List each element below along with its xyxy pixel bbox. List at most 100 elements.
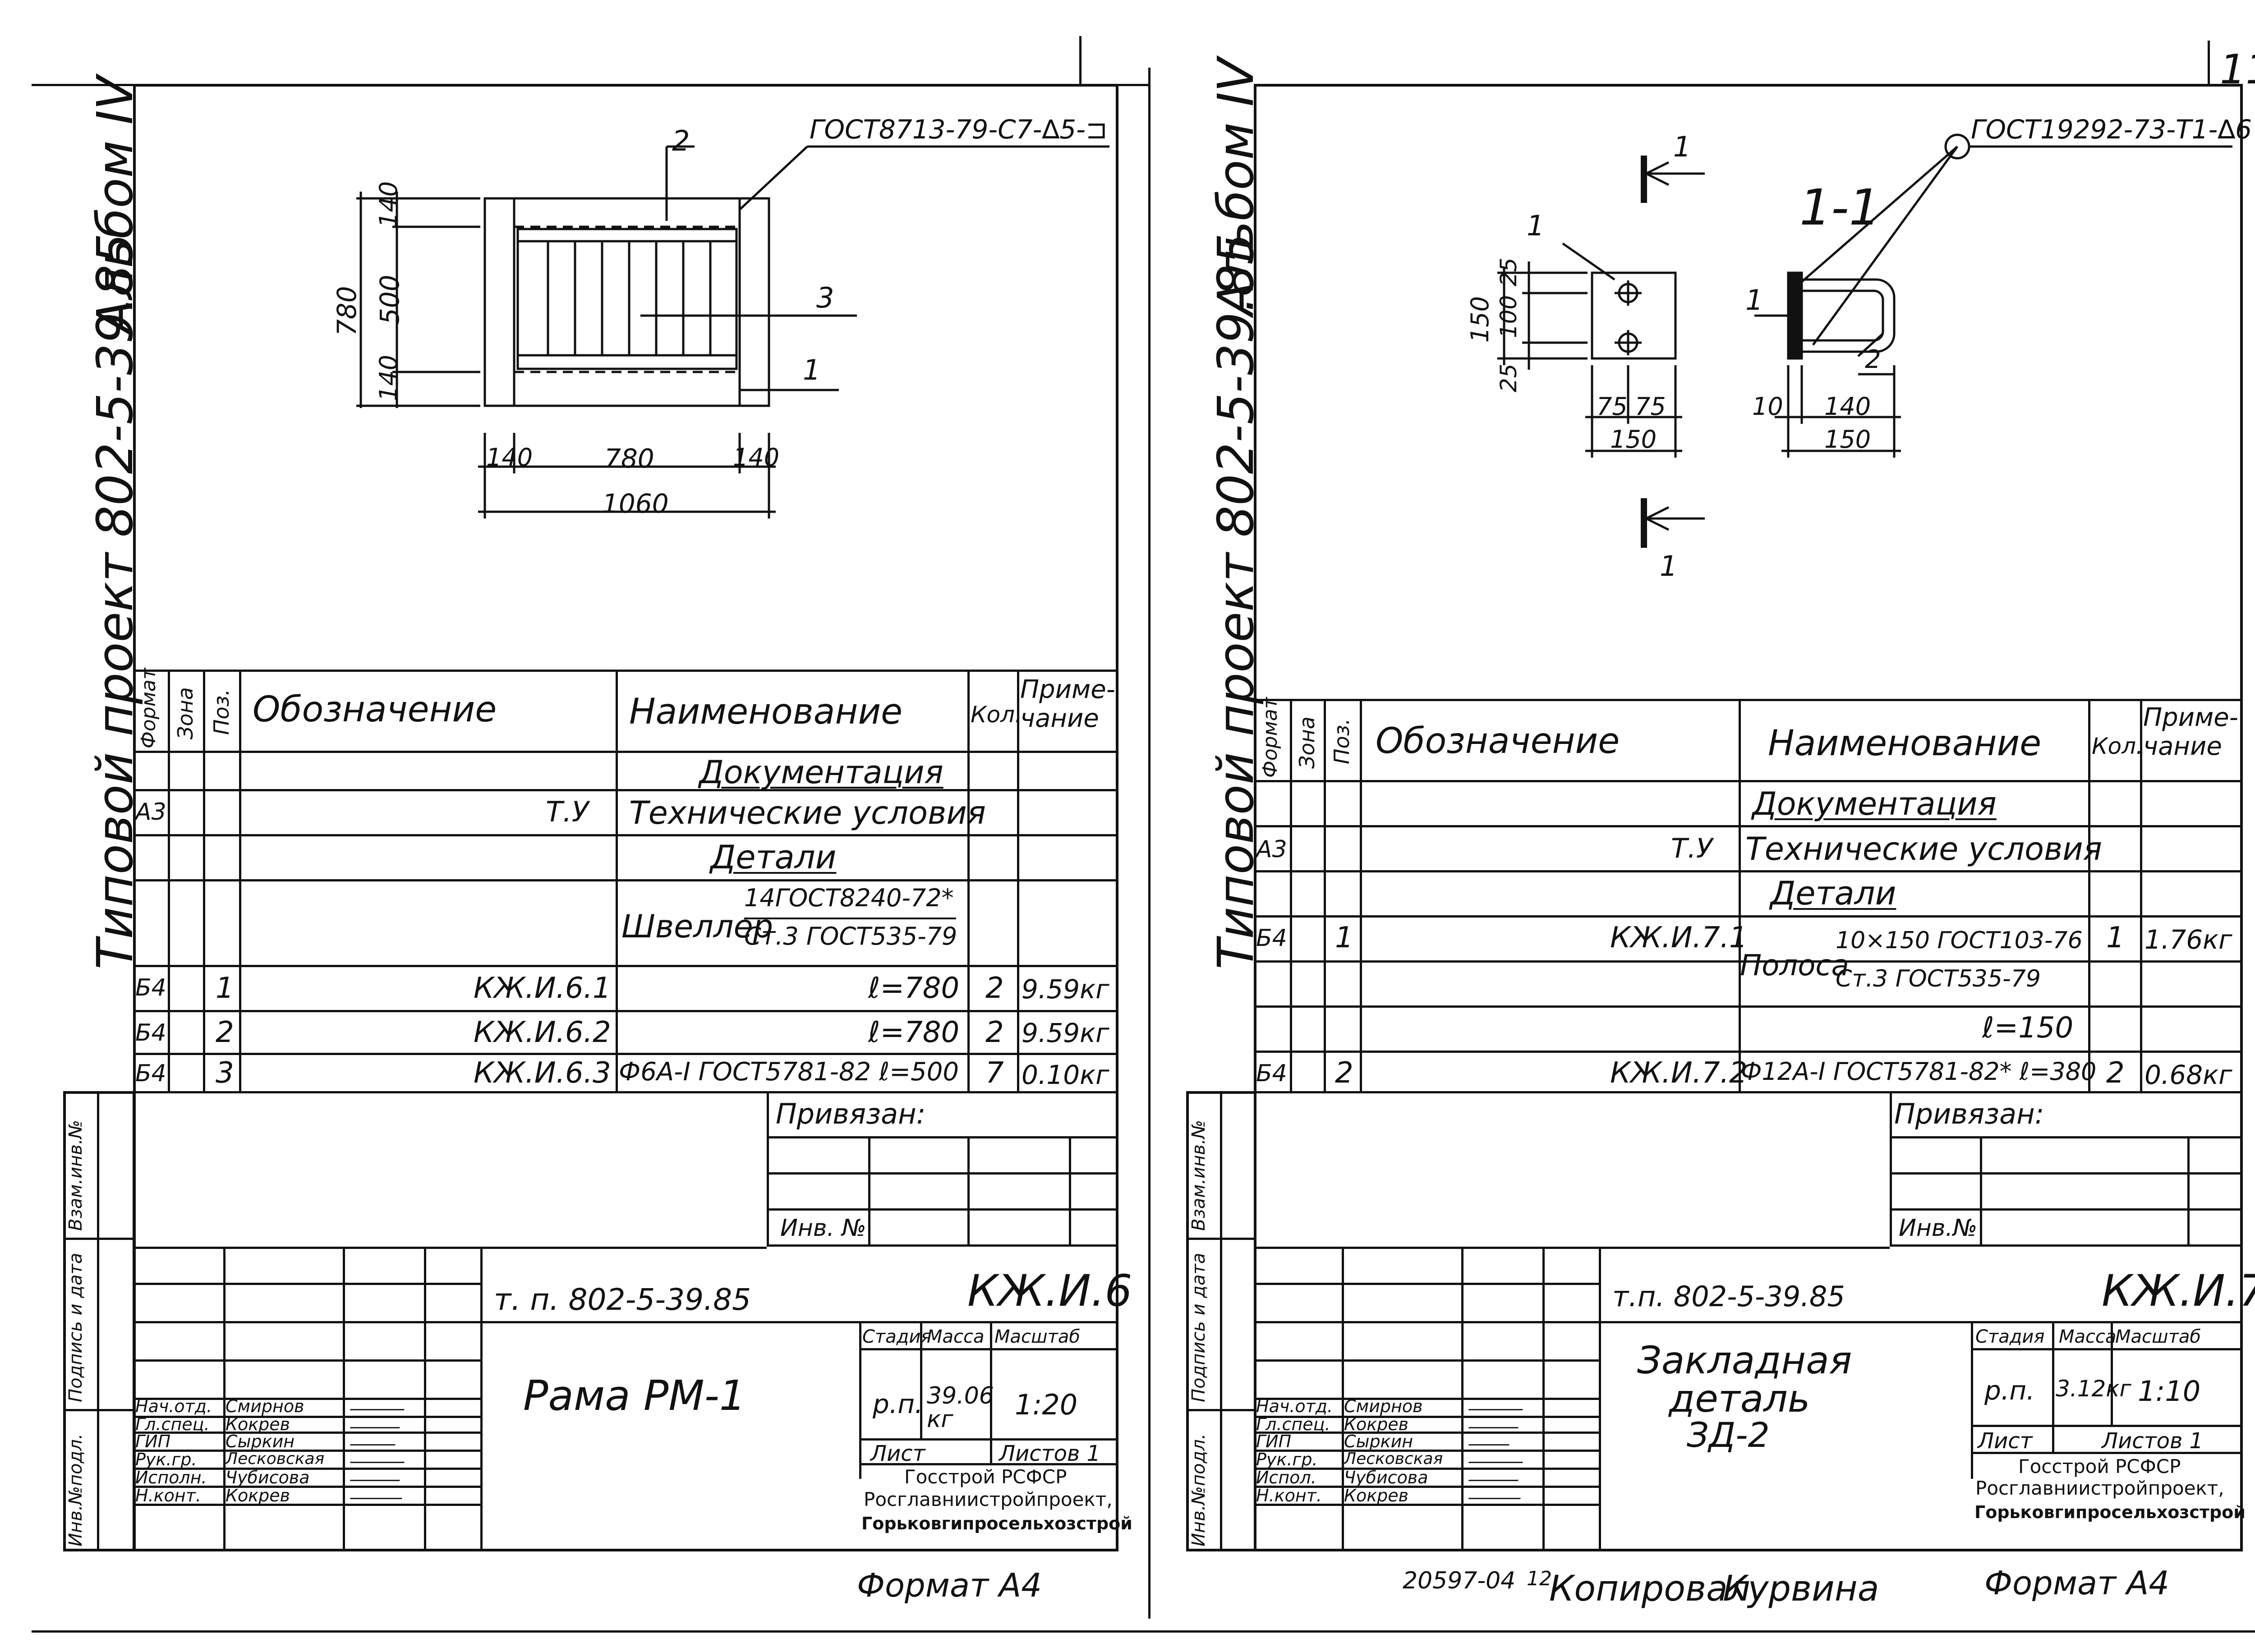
left-head-stage: Стадия (862, 1326, 932, 1347)
right-col-qty: Кол. (2092, 733, 2143, 759)
left-row1-designation: КЖ.И.6.1 (474, 972, 611, 1005)
left-pos-label-3: 3 (816, 281, 834, 314)
right-title-mark: КЖ.И.7 (2102, 1266, 2255, 1316)
right-dim-150h-plate: 150 (1610, 425, 1657, 454)
left-title-mark: КЖ.И.6 (967, 1266, 1132, 1316)
right-row-documentation: Документация (1752, 785, 1997, 822)
left-head-mass: Масса (927, 1326, 985, 1347)
right-dim-150h-section: 150 (1824, 425, 1871, 454)
right-person-role-5: Испол. (1256, 1468, 1316, 1487)
right-row3-format: Б4 (1256, 1060, 1287, 1087)
right-sheet-label: Лист (1978, 1428, 2033, 1454)
right-col-zone: Зона (1295, 716, 1319, 769)
left-dim-140h-left: 140 (486, 443, 533, 472)
left-row3-format: Б4 (135, 1060, 166, 1087)
left-row1-qty: 2 (985, 972, 1004, 1005)
right-row1-sup: 10×150 ГОСТ103-76 (1836, 927, 2083, 954)
order-suffix: 12 (1527, 1567, 1552, 1590)
left-org2: Росглавниистройпроект, (864, 1488, 1113, 1510)
left-sheet-label: Лист (870, 1441, 925, 1466)
right-cut-mark-top: 1 (1673, 130, 1691, 163)
right-person-role-2: Гл.спец. (1256, 1414, 1330, 1434)
right-row-tu-designation: Т.У (1671, 833, 1713, 864)
page-divider-line (1148, 68, 1151, 1619)
left-row-tu-designation: Т.У (546, 795, 589, 828)
right-person-name-5: Чубисова (1344, 1468, 1428, 1487)
right-dim-75-right: 75 (1635, 392, 1666, 421)
left-person-role-1: Нач.отд. (135, 1396, 212, 1416)
left-row3-designation: КЖ.И.6.3 (474, 1056, 611, 1090)
right-col-pos: Поз. (1330, 718, 1354, 764)
right-row-details: Детали (1770, 874, 1896, 912)
left-row-documentation: Документация (699, 754, 943, 791)
left-person-role-3: ГИП (135, 1432, 171, 1451)
right-val-scale: 1:10 (2138, 1375, 2201, 1408)
right-col-designation: Обозначение (1376, 721, 1620, 762)
right-val-mass: 3.12кг (2056, 1376, 2131, 1402)
right-dim-25v-top: 25 (1496, 257, 1522, 286)
left-row2-format: Б4 (135, 1019, 166, 1046)
right-row3-note: 0.68кг (2145, 1060, 2232, 1090)
left-person-role-4: Рук.гр. (135, 1450, 197, 1469)
right-person-role-4: Рук.гр. (1256, 1450, 1318, 1469)
left-dim-140h-right: 140 (733, 443, 780, 472)
right-row1-note: 1.76кг (2145, 924, 2232, 955)
right-val-stage: р.п. (1984, 1375, 2035, 1406)
right-col-name: Наименование (1768, 723, 2042, 764)
right-dim-10: 10 (1752, 392, 1783, 421)
left-val-scale: 1:20 (1015, 1388, 1078, 1421)
copier-name: Курвина (1723, 1569, 1879, 1609)
right-row1-designation: КЖ.И.7.1 (1610, 921, 1748, 954)
right-head-stage: Стадия (1975, 1326, 2045, 1347)
left-col-qty: Кол. (971, 702, 1022, 728)
right-pos-label-1a: 1 (1527, 209, 1545, 242)
right-stamp-replace: Взам.инв.№ (1188, 1120, 1209, 1231)
left-person-name-2: Кокрев (226, 1414, 290, 1434)
left-person-name-5: Чубисова (226, 1468, 310, 1487)
right-title-line2: деталь (1669, 1377, 1810, 1421)
right-dim-150v: 150 (1466, 296, 1494, 343)
left-row1-format: Б4 (135, 974, 166, 1001)
right-title-code: т.п. 802-5-39.85 (1612, 1280, 1845, 1313)
right-org1: Госстрой РСФСР (2018, 1455, 2181, 1478)
right-col-format: Формат (1259, 697, 1282, 778)
right-head-scale: Масштаб (2115, 1326, 2201, 1347)
right-stamp-inv: Инв.№подл. (1188, 1433, 1209, 1546)
right-title-line3: ЗД-2 (1687, 1415, 1770, 1455)
left-person-name-3: Сыркин (226, 1432, 295, 1451)
left-title-code: т. п. 802-5-39.85 (494, 1282, 751, 1317)
right-person-role-6: Н.конт. (1256, 1486, 1322, 1505)
right-row3-pos: 2 (1335, 1056, 1353, 1090)
right-sheets-label: Листов 1 (2102, 1428, 2204, 1454)
right-person-role-1: Нач.отд. (1256, 1396, 1333, 1416)
left-row-channel-name: Швеллер (621, 908, 773, 945)
right-person-name-4: Лесковская (1344, 1450, 1443, 1468)
left-weld-reference: ГОСТ8713-79-С7-∆5-⊐ (810, 114, 1108, 145)
right-dim-140: 140 (1824, 392, 1871, 421)
right-person-name-3: Сыркин (1344, 1432, 1413, 1451)
left-row3-qty: 7 (985, 1056, 1004, 1090)
left-row2-qty: 2 (985, 1016, 1004, 1049)
left-title-name: Рама РМ-1 (523, 1372, 746, 1420)
left-row2-pos: 2 (216, 1016, 234, 1049)
left-col-note: Приме-чание (1020, 675, 1115, 734)
left-top-tick (1079, 36, 1081, 86)
sheet-number-divider (2208, 41, 2210, 86)
left-row3-pos: 3 (216, 1056, 234, 1090)
right-signature-1 (1468, 1400, 1527, 1410)
right-row-tu-name: Технические условия (1745, 831, 2102, 867)
right-row1-format: Б4 (1256, 925, 1287, 952)
left-dim-780h: 780 (604, 443, 654, 474)
right-inv-no: Инв.№ (1899, 1215, 1978, 1242)
right-signature-2 (1468, 1418, 1522, 1428)
left-col-designation: Обозначение (253, 689, 497, 730)
left-row1-note: 9.59кг (1022, 974, 1109, 1005)
left-val-stage: р.п. (873, 1389, 923, 1419)
right-stamp-signature: Подпись и дата (1188, 1253, 1209, 1402)
left-row-channel-sub: Ст.3 ГОСТ535-79 (744, 922, 957, 950)
left-person-name-6: Кокрев (226, 1486, 290, 1505)
bottom-border-line (32, 1630, 2255, 1633)
left-pos-label-1: 1 (803, 353, 821, 386)
right-weld-reference: ГОСТ19292-73-Т1-∆6 (1971, 114, 2252, 145)
